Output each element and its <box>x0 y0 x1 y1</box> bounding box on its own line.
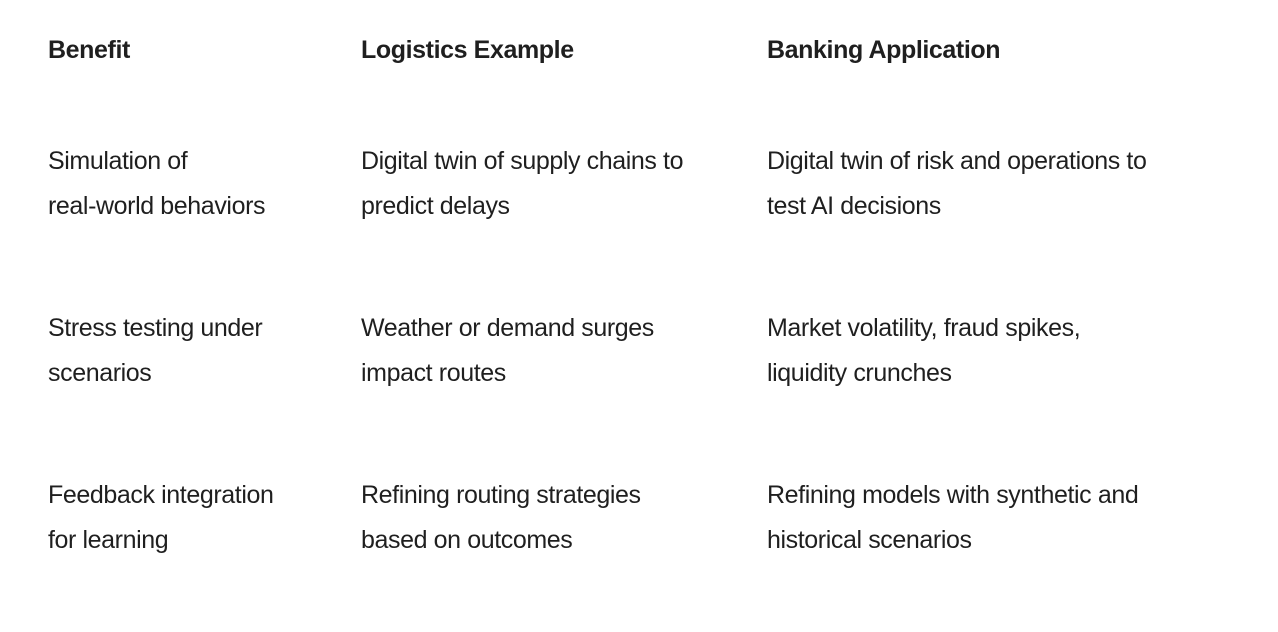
table-header-row: Benefit Logistics Example Banking Applic… <box>40 20 1255 131</box>
header-banking-application: Banking Application <box>767 36 1001 64</box>
benefits-table: Benefit Logistics Example Banking Applic… <box>40 20 1255 632</box>
header-logistics-example: Logistics Example <box>361 36 574 64</box>
header-benefit: Benefit <box>48 36 130 64</box>
cell-banking: Market volatility, fraud spikes,liquidit… <box>767 314 1081 387</box>
